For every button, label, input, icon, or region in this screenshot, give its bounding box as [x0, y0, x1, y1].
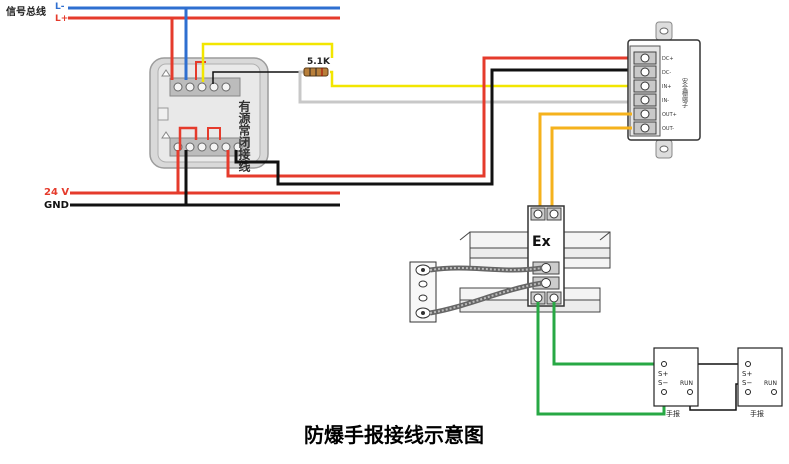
cp1-sminus: S− — [658, 379, 668, 387]
l-plus-label: L+ — [55, 14, 68, 24]
device-pin-1: DC+ — [662, 56, 674, 62]
red-bridge-wire — [178, 126, 198, 150]
gnd-label: GND — [44, 200, 69, 211]
v24-label: 24 V — [44, 187, 69, 198]
cp1-splus: S+ — [658, 370, 668, 378]
bus-label: 信号总线 — [6, 5, 46, 18]
diagram-title: 防爆手报接线示意图 — [304, 423, 484, 447]
green-wire-sminus — [536, 302, 666, 416]
manual-call-point-1: S+ S− RUN 手报 — [653, 347, 699, 418]
device-pin-4: IN- — [662, 98, 669, 104]
cp2-name: 手报 — [750, 409, 764, 418]
green-wire-splus — [552, 302, 660, 366]
ground-bracket — [409, 261, 437, 323]
yellow-top-wire — [201, 42, 334, 82]
manual-call-point-2: S+ S− RUN 手报 — [737, 347, 783, 418]
yellow-to-device-wire — [330, 70, 632, 88]
relay-module: 有源常闭接线 — [149, 57, 269, 173]
module-label: 有源常闭接线 — [237, 99, 251, 173]
device-terminals — [633, 51, 657, 135]
black-to-device-wire — [234, 68, 632, 186]
safety-barrier-terminal: DC+ DC- IN+ IN- OUT+ OUT- 安全栅端子 — [627, 21, 701, 159]
orange-wire-1 — [538, 112, 632, 208]
resistor-lead-left — [212, 71, 304, 84]
red-to-device-wire — [226, 56, 632, 178]
ex-label: Ex — [532, 234, 551, 250]
device-pin-5: OUT+ — [662, 112, 677, 118]
resistor: 5.1K — [303, 57, 331, 77]
device-pin-3: IN+ — [662, 84, 671, 90]
red-short-wire — [207, 127, 221, 140]
cp2-splus: S+ — [742, 370, 752, 378]
cp2-sminus: S− — [742, 379, 752, 387]
cp1-name: 手报 — [666, 409, 680, 418]
cp1-run: RUN — [680, 380, 693, 387]
orange-wire-2 — [550, 126, 632, 208]
grey-to-device-wire — [298, 70, 632, 104]
device-side-label: 安全栅端子 — [681, 77, 688, 108]
ex-barrier: Ex — [527, 205, 565, 307]
device-pin-2: DC- — [662, 70, 671, 76]
resistor-label: 5.1K — [307, 57, 331, 67]
cp2-run: RUN — [764, 380, 777, 387]
l-minus-label: L- — [55, 2, 65, 12]
device-pin-6: OUT- — [662, 126, 674, 132]
